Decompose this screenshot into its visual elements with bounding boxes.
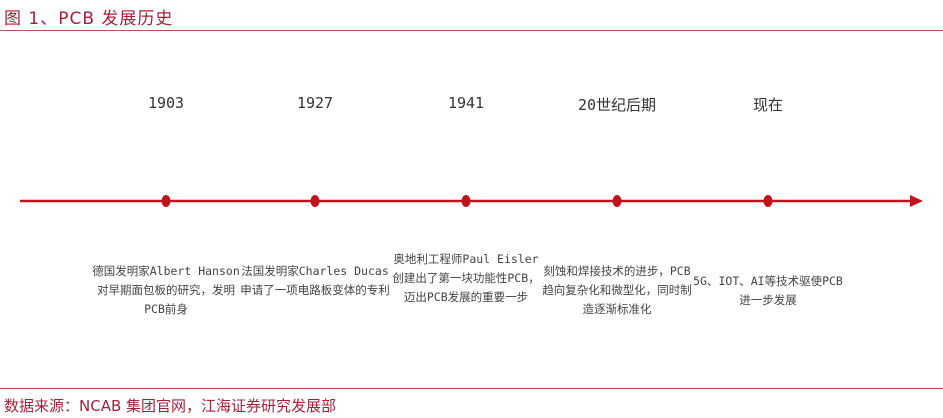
timeline-dot <box>310 195 320 207</box>
figure-title: 图 1、PCB 发展历史 <box>4 9 174 29</box>
timeline-description: 5G、IOT、AI等技术驱使PCB进一步发展 <box>693 274 843 307</box>
source-note: 数据来源：NCAB 集团官网，江海证券研究发展部 <box>4 397 337 415</box>
timeline-year: 20世纪后期 <box>577 96 657 114</box>
timeline-year: 现在 <box>752 96 783 114</box>
timeline-year: 1941 <box>447 94 485 112</box>
timeline-description: 奥地利工程师Paul Eisler创建出了第一块功能性PCB，迈出PCB发展的重… <box>392 252 540 304</box>
timeline-description: 德国发明家Albert Hanson对早期面包板的研究，发明PCB前身 <box>92 264 240 316</box>
timeline-year: 1903 <box>147 94 185 112</box>
timeline-description: 法国发明家Charles Ducas申请了一项电路板变体的专利 <box>240 264 390 297</box>
top-divider <box>0 30 943 31</box>
timeline-dot <box>461 195 471 207</box>
timeline-dot <box>612 195 622 207</box>
timeline-dot <box>161 195 171 207</box>
timeline-year: 1927 <box>296 94 334 112</box>
timeline-description: 刻蚀和焊接技术的进步，PCB趋向复杂化和微型化，同时制造逐渐标准化 <box>542 264 692 316</box>
timeline-arrow-icon <box>910 195 923 207</box>
timeline-dot <box>763 195 773 207</box>
bottom-divider <box>0 388 943 389</box>
